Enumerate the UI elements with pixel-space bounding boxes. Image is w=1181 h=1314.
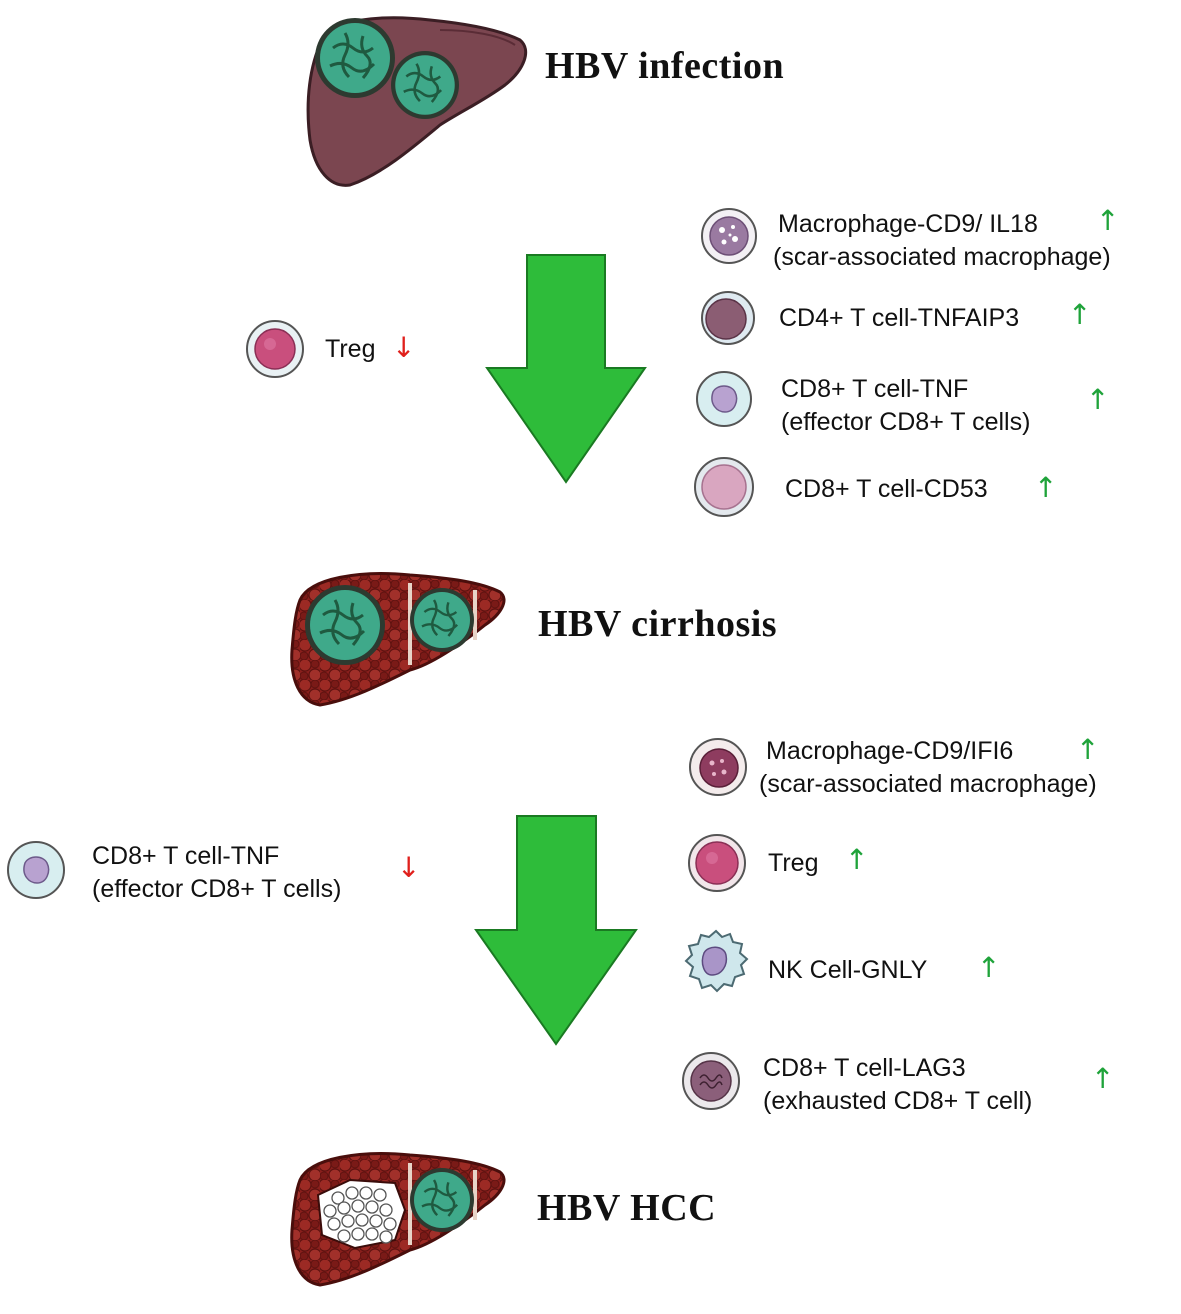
t2-left-label-1b: (effector CD8+ T cells) [92,875,342,903]
healthy-liver-icon [306,16,528,187]
t2-right-label-3: NK Cell-GNLY [768,956,928,984]
t2-right-up-arrow-1: ↑ [1076,733,1100,766]
t2-right-up-arrow-4: ↑ [1091,1062,1115,1095]
t1-left-down-arrow-1: ↓ [392,331,416,364]
t2-right-up-arrow-3: ↑ [977,951,1001,984]
stage-title-hcc: HBV HCC [537,1187,717,1229]
cd8-t-cell-icon [696,371,752,427]
t2-right-up-arrow-2: ↑ [845,843,869,876]
t1-right-up-arrow-1: ↑ [1096,204,1120,237]
t2-right-label-1a: Macrophage-CD9/IFI6 [766,737,1014,765]
t1-right-label-3a: CD8+ T cell-TNF [781,375,969,403]
cd4-t-cell-icon [701,291,755,345]
t1-right-label-1b: (scar-associated macrophage) [773,243,1111,271]
treg-cell-icon [246,320,304,378]
t2-right-label-4a: CD8+ T cell-LAG3 [763,1054,966,1082]
t1-right-label-4: CD8+ T cell-CD53 [785,475,988,503]
cirrhotic-liver-icon [290,572,506,707]
flow-arrow-1 [485,254,647,484]
t2-left-label-1a: CD8+ T cell-TNF [92,842,280,870]
t1-left-label-1: Treg [325,335,376,363]
t1-right-up-arrow-3: ↑ [1086,383,1110,416]
stage-title-cirrhosis: HBV cirrhosis [538,603,778,645]
t1-right-label-2: CD4+ T cell-TNFAIP3 [779,304,1020,332]
cd8-t-cell-icon [694,457,754,517]
nk-cell-icon [684,929,749,993]
cd8-t-cell-icon [7,841,65,899]
macrophage-cell-icon [701,208,757,264]
t2-right-label-4b: (exhausted CD8+ T cell) [763,1087,1033,1115]
t1-right-label-3b: (effector CD8+ T cells) [781,408,1031,436]
t1-right-up-arrow-4: ↑ [1034,471,1058,504]
t2-left-down-arrow-1: ↓ [397,851,421,884]
exhausted-t-cell-icon [682,1052,740,1110]
t1-right-up-arrow-2: ↑ [1068,298,1092,331]
tumor-icon [316,1178,407,1250]
t2-right-label-1b: (scar-associated macrophage) [759,770,1097,798]
hcc-liver-icon [290,1152,506,1287]
macrophage-cell-icon [689,738,747,796]
t1-right-label-1a: Macrophage-CD9/ IL18 [778,210,1038,238]
stage-title-infection: HBV infection [545,45,785,87]
treg-cell-icon [688,834,746,892]
flow-arrow-2 [474,815,638,1046]
t2-right-label-2: Treg [768,849,819,877]
